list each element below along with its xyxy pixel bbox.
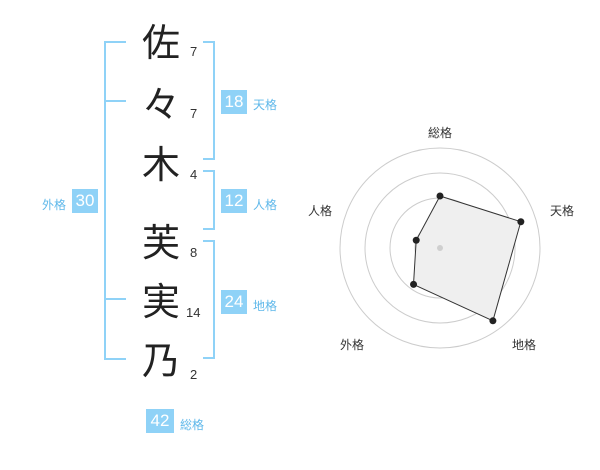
outer-bracket-tick-1: [104, 100, 126, 102]
gaikaku-badge: 30: [72, 189, 98, 213]
radar-point-3: [489, 317, 497, 325]
jinkaku-bracket-top: [203, 170, 215, 172]
radar-point-4: [410, 280, 418, 288]
radar-axis-label-jinkaku: 人格: [307, 204, 332, 218]
tenkaku-bracket-bottom: [203, 158, 215, 160]
radar-axis-label-chikaku: 地格: [511, 338, 536, 352]
radar-point-5: [412, 236, 420, 244]
name-char-1: 佐: [141, 21, 180, 65]
radar-area: [412, 195, 522, 322]
gaikaku-label: 外格: [42, 198, 67, 212]
jinkaku-bracket-vertical: [213, 170, 215, 230]
soukaku-badge: 42: [146, 409, 174, 433]
tenkaku-label: 天格: [253, 98, 278, 112]
stroke-count-6: 2: [190, 367, 198, 382]
outer-bracket-bottom: [104, 358, 126, 360]
name-char-4: 芙: [141, 221, 180, 265]
radar-point-1: [436, 192, 444, 200]
chikaku-bracket-bottom: [203, 357, 215, 359]
radar-axis-label-soukaku: 総格: [427, 126, 452, 140]
jinkaku-label: 人格: [253, 198, 278, 212]
name-char-3: 木: [141, 143, 180, 187]
radar-center: [437, 245, 443, 251]
radar-ring: [364, 172, 516, 324]
tenkaku-bracket-vertical: [213, 41, 215, 160]
jinkaku-badge: 12: [221, 189, 247, 213]
radar-axis-label-tenkaku: 天格: [549, 204, 574, 218]
stroke-count-2: 7: [190, 106, 198, 121]
outer-bracket-top: [104, 41, 126, 43]
name-char-5: 実: [141, 280, 180, 324]
chikaku-badge: 24: [221, 290, 247, 314]
chikaku-bracket-vertical: [213, 240, 215, 359]
radar-ring: [339, 147, 541, 349]
name-char-6: 乃: [141, 339, 180, 383]
stroke-count-5: 14: [186, 305, 201, 320]
stroke-count-1: 7: [190, 44, 198, 59]
tenkaku-badge: 18: [221, 90, 247, 114]
stroke-count-3: 4: [190, 167, 198, 182]
jinkaku-bracket-bottom: [203, 228, 215, 230]
chikaku-label: 地格: [253, 299, 278, 313]
outer-bracket-vertical: [104, 41, 106, 359]
radar-axis-label-gaikaku: 外格: [339, 338, 364, 352]
outer-bracket-tick-2: [104, 298, 126, 300]
radar-point-2: [517, 218, 525, 226]
soukaku-label: 総格: [180, 418, 205, 432]
tenkaku-bracket-top: [203, 41, 215, 43]
stroke-count-4: 8: [190, 245, 198, 260]
chikaku-bracket-top: [203, 240, 215, 242]
name-char-2: 々: [141, 83, 180, 127]
